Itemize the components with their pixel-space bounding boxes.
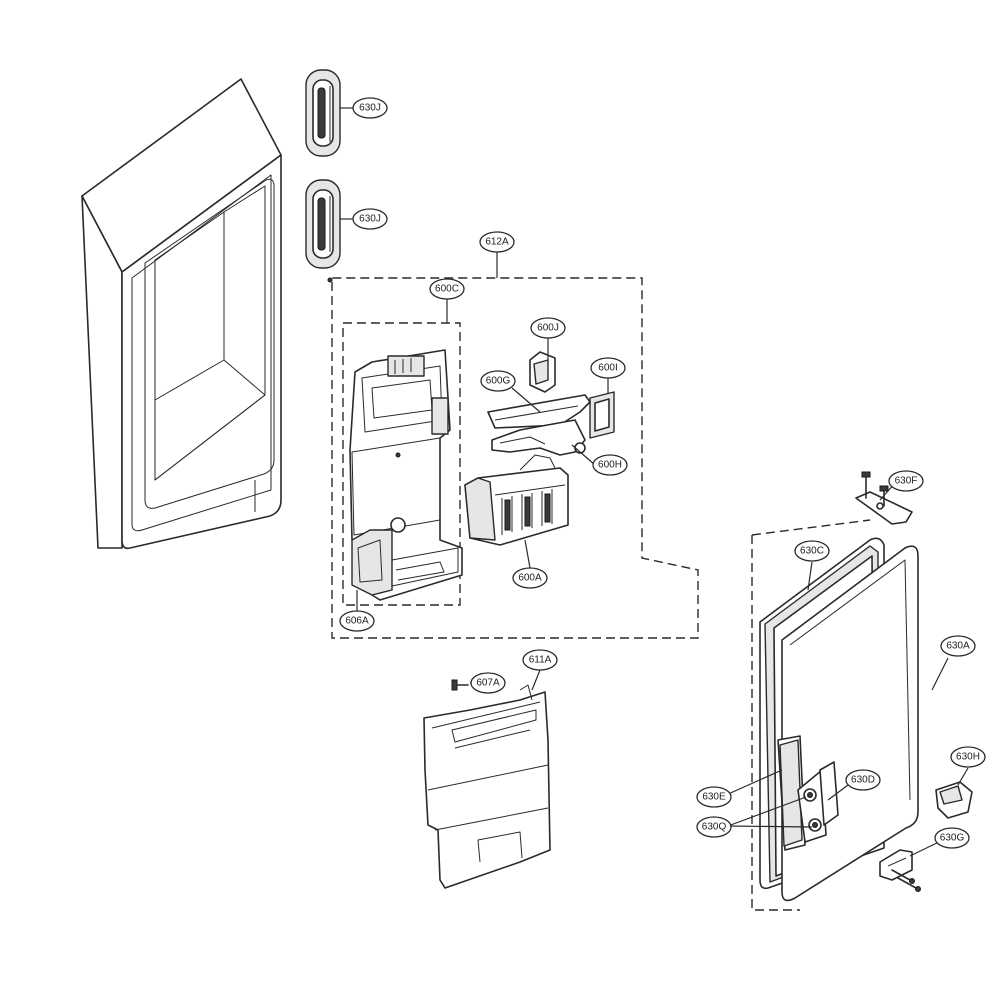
callout-612a-2: 612A bbox=[479, 231, 515, 253]
callout-600c-3: 600C bbox=[429, 278, 465, 300]
callout-611a-11: 611A bbox=[522, 649, 558, 671]
handle-cover-630j-top bbox=[305, 69, 341, 157]
hinge-630f bbox=[855, 471, 913, 525]
callout-630j-0: 630J bbox=[352, 97, 388, 119]
callout-label: 630J bbox=[359, 103, 381, 114]
callout-oval bbox=[940, 635, 976, 657]
assembly-612a-boundary bbox=[331, 277, 699, 639]
callout-630d-16: 630D bbox=[845, 769, 881, 791]
callout-630g-19: 630G bbox=[934, 827, 970, 849]
bracket-600h bbox=[491, 419, 586, 456]
callout-label: 630J bbox=[359, 214, 381, 225]
callout-label: 630F bbox=[895, 476, 918, 487]
assembly-630a-top-edge bbox=[751, 519, 871, 536]
callout-oval bbox=[429, 278, 465, 300]
callout-label: 607A bbox=[476, 678, 500, 689]
callout-oval bbox=[696, 816, 732, 838]
callout-oval bbox=[339, 610, 375, 632]
callout-label: 630A bbox=[946, 641, 970, 652]
assembly-630a-boundary bbox=[751, 535, 800, 911]
callout-630j-1: 630J bbox=[352, 208, 388, 230]
callout-label: 600A bbox=[518, 573, 542, 584]
callout-label: 630Q bbox=[702, 822, 727, 833]
callout-606a-9: 606A bbox=[339, 610, 375, 632]
callout-600g-6: 600G bbox=[480, 370, 516, 392]
callout-label: 600H bbox=[598, 460, 622, 471]
callout-600h-7: 600H bbox=[592, 454, 628, 476]
callout-label: 600G bbox=[486, 376, 511, 387]
callout-label: 600J bbox=[537, 323, 559, 334]
callout-oval bbox=[934, 827, 970, 849]
callout-label: 600I bbox=[598, 363, 617, 374]
callout-oval bbox=[888, 470, 924, 492]
dispenser-housing-600c bbox=[349, 349, 463, 601]
bracket-630h bbox=[935, 781, 973, 819]
callout-label: 630C bbox=[800, 546, 824, 557]
callout-labels: 630J 630J 612A 600C 600J 600I 600G 600H 600A 606A… bbox=[339, 97, 986, 849]
handle-cover-630j-middle bbox=[305, 179, 341, 283]
home-bar-door-630a bbox=[759, 537, 919, 902]
callout-630e-17: 630E bbox=[696, 786, 732, 808]
callout-oval bbox=[522, 649, 558, 671]
callout-label: 600C bbox=[435, 284, 459, 295]
callout-oval bbox=[479, 231, 515, 253]
callout-630f-12: 630F bbox=[888, 470, 924, 492]
assembly-600c-boundary bbox=[342, 322, 461, 606]
callout-oval bbox=[696, 786, 732, 808]
callout-oval bbox=[530, 317, 566, 339]
callout-label: 611A bbox=[529, 655, 552, 666]
callout-600a-8: 600A bbox=[512, 567, 548, 589]
refrigerator-door bbox=[81, 78, 282, 550]
callout-oval bbox=[845, 769, 881, 791]
callout-oval bbox=[480, 370, 516, 392]
cover-611a bbox=[423, 684, 551, 889]
callout-630a-14: 630A bbox=[940, 635, 976, 657]
callout-630q-18: 630Q bbox=[696, 816, 732, 838]
screw-607a bbox=[451, 679, 469, 691]
callout-oval bbox=[590, 357, 626, 379]
gasket-600i bbox=[589, 391, 615, 439]
callout-label: 630D bbox=[851, 775, 875, 786]
callout-oval bbox=[352, 97, 388, 119]
hinge-630g bbox=[879, 849, 921, 892]
callout-oval bbox=[950, 746, 986, 768]
clip-600j bbox=[529, 351, 556, 393]
callout-label: 630G bbox=[940, 833, 965, 844]
callout-607a-10: 607A bbox=[470, 672, 506, 694]
ice-maker-600a bbox=[464, 454, 569, 546]
callout-label: 630H bbox=[956, 752, 980, 763]
callout-label: 630E bbox=[702, 792, 726, 803]
callout-630c-13: 630C bbox=[794, 540, 830, 562]
callout-oval bbox=[592, 454, 628, 476]
callout-630h-15: 630H bbox=[950, 746, 986, 768]
callout-600j-4: 600J bbox=[530, 317, 566, 339]
callout-oval bbox=[794, 540, 830, 562]
callout-oval bbox=[470, 672, 506, 694]
callout-oval bbox=[352, 208, 388, 230]
callout-label: 606A bbox=[345, 616, 369, 627]
callout-600i-5: 600I bbox=[590, 357, 626, 379]
callout-label: 612A bbox=[485, 237, 509, 248]
callout-oval bbox=[512, 567, 548, 589]
